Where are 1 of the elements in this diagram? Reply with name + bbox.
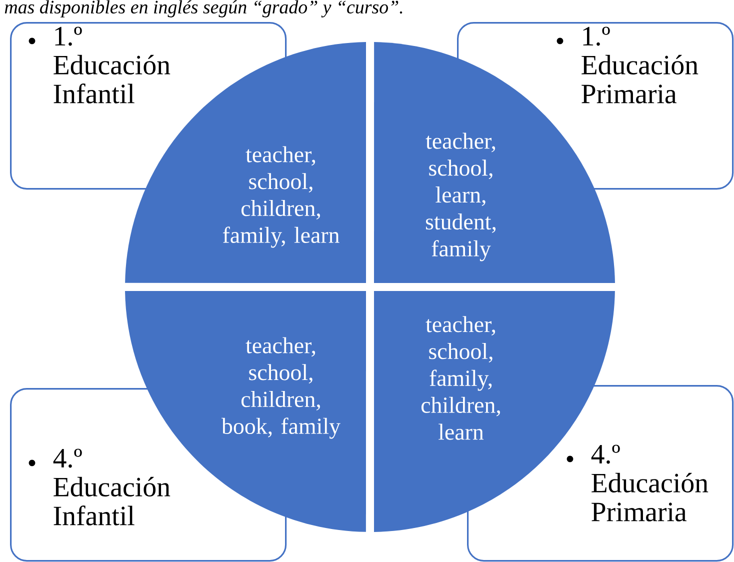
caption-text: mas disponibles en inglés según “grado” y “curso”. xyxy=(4,0,402,18)
